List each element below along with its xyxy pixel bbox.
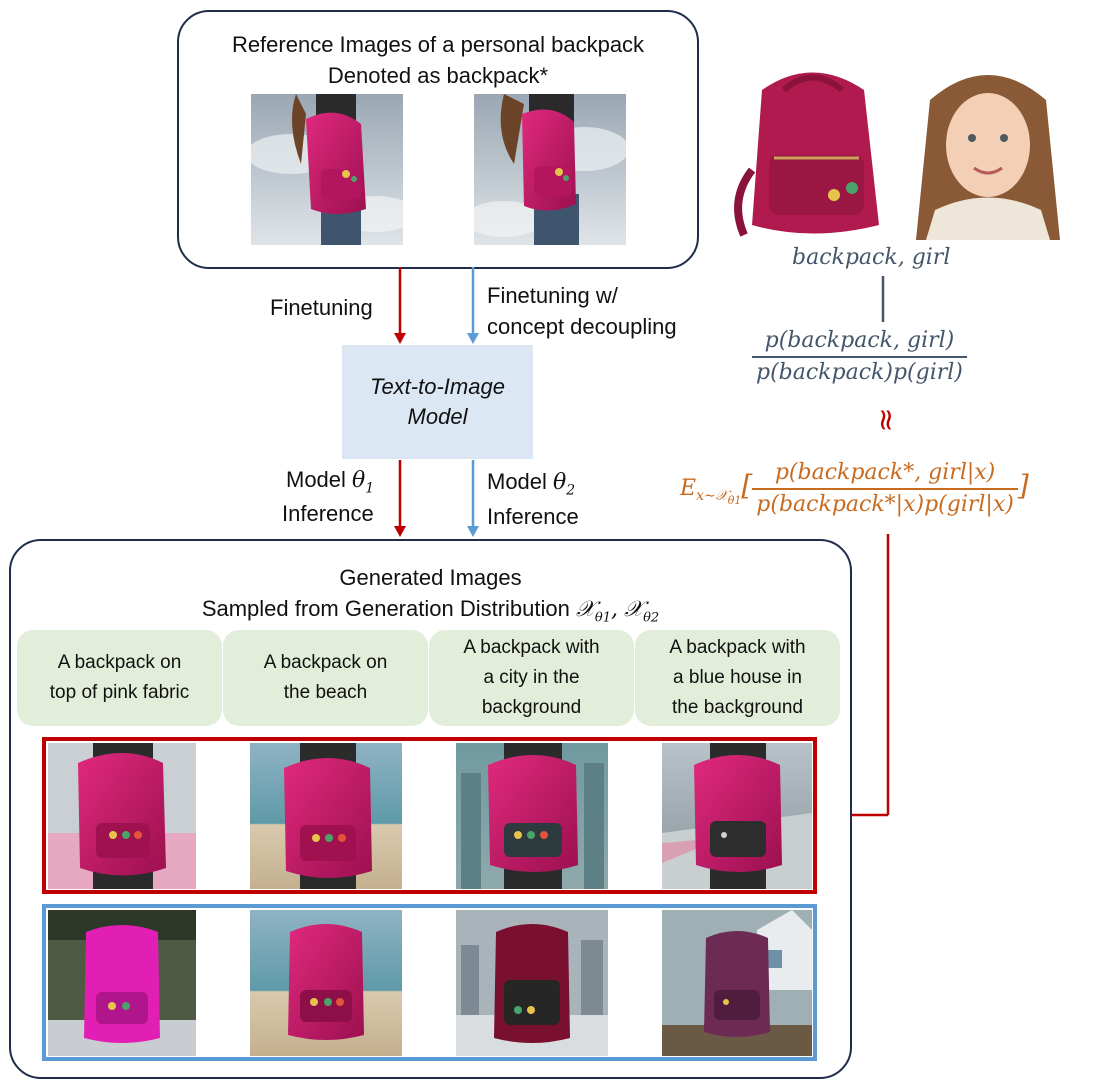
generated-theta2-beach (250, 910, 402, 1056)
expectation-formula: Ex∼𝒳θ1[ p(backpack*, girl|x) p(backpack*… (680, 458, 1029, 520)
approx-symbol: ≈ (868, 407, 904, 433)
pmi-numerator: p(backpack, girl) (764, 328, 955, 353)
theta2-symbol: θ (553, 470, 567, 495)
prompt-city: A backpack with a city in the background (429, 630, 634, 726)
model-theta1-results-frame (42, 737, 817, 894)
model-theta1-word: Model (286, 467, 346, 492)
girl-object-image (900, 60, 1076, 240)
model-label-line1: Text-to-Image (370, 374, 505, 399)
generated-title-line2: Sampled from Generation Distribution 𝒳θ1… (11, 594, 850, 632)
dist-symbol-1: 𝒳 (576, 597, 595, 622)
reference-title-line2: Denoted as backpack* (327, 63, 549, 88)
inference2-label: Inference (487, 504, 579, 529)
prompt-line: A backpack with (463, 637, 600, 658)
dist-symbol-2: 𝒳 (624, 597, 644, 622)
generated-title-text: Sampled from Generation Distribution (201, 596, 570, 621)
reference-title-line1: Reference Images of a personal backpack (231, 32, 645, 57)
expectation-numerator: p(backpack*, girl|x) (774, 460, 996, 485)
expectation-E: E (680, 476, 697, 501)
prompt-line: a city in the (483, 667, 580, 688)
theta1-symbol: θ (352, 468, 366, 493)
pmi-denominator: p(backpack)p(girl) (752, 356, 967, 388)
reference-photo-1 (251, 94, 403, 245)
expectation-subscript: x∼𝒳 (696, 488, 728, 505)
theta2-subscript: 2 (566, 482, 576, 499)
finetuning-decoupling-label-line1: Finetuning w/ (487, 283, 618, 308)
model-theta2-word: Model (487, 469, 547, 494)
prompt-beach: A backpack on the beach (223, 630, 428, 726)
prompt-blue-house: A backpack with a blue house in the back… (635, 630, 840, 726)
model-theta2-results-frame (42, 904, 817, 1061)
pmi-fraction: p(backpack, girl) p(backpack)p(girl) (752, 326, 967, 388)
prompt-pink-fabric: A backpack on top of pink fabric (17, 630, 222, 726)
bracket-close: ] (1017, 469, 1029, 502)
text-to-image-model-box: Text-to-Image Model (342, 345, 533, 459)
generated-theta1-blue-house (662, 743, 812, 889)
prompt-line: A backpack on (57, 652, 182, 673)
model-theta1-label: Model θ1 (286, 466, 374, 502)
prompt-line: the background (672, 697, 803, 718)
bracket-open: [ (741, 469, 753, 502)
generated-theta2-city (456, 910, 608, 1056)
dist-sub-2: θ2 (643, 610, 660, 626)
model-theta2-label: Model θ2 (487, 468, 575, 504)
generated-theta1-pink-fabric (48, 743, 196, 889)
expectation-subsubscript: θ1 (727, 494, 742, 508)
finetuning-decoupling-label-line2: concept decoupling (487, 314, 677, 339)
prompt-line: the beach (283, 682, 368, 703)
expectation-denominator: p(backpack*|x)p(girl|x) (752, 488, 1018, 520)
prompt-line: top of pink fabric (49, 682, 190, 703)
generated-theta1-city (456, 743, 608, 889)
object-caption: backpack, girl (792, 245, 951, 270)
prompt-line: a blue house in (673, 667, 802, 688)
backpack-object-image (724, 60, 899, 240)
generated-title-line1: Generated Images (339, 565, 522, 590)
prompt-line: A backpack on (263, 652, 388, 673)
generated-theta2-blue-house (662, 910, 812, 1056)
reference-photo-2 (474, 94, 626, 245)
dist-separator: , (611, 597, 619, 622)
theta1-subscript: 1 (365, 480, 375, 497)
finetuning-label: Finetuning (270, 295, 373, 320)
generated-theta1-beach (250, 743, 402, 889)
prompt-line: background (481, 697, 582, 718)
prompt-line: A backpack with (669, 637, 806, 658)
model-label-line2: Model (407, 404, 468, 429)
generated-theta2-pink-fabric (48, 910, 196, 1056)
dist-sub-1: θ1 (594, 610, 612, 626)
inference1-label: Inference (282, 501, 374, 526)
